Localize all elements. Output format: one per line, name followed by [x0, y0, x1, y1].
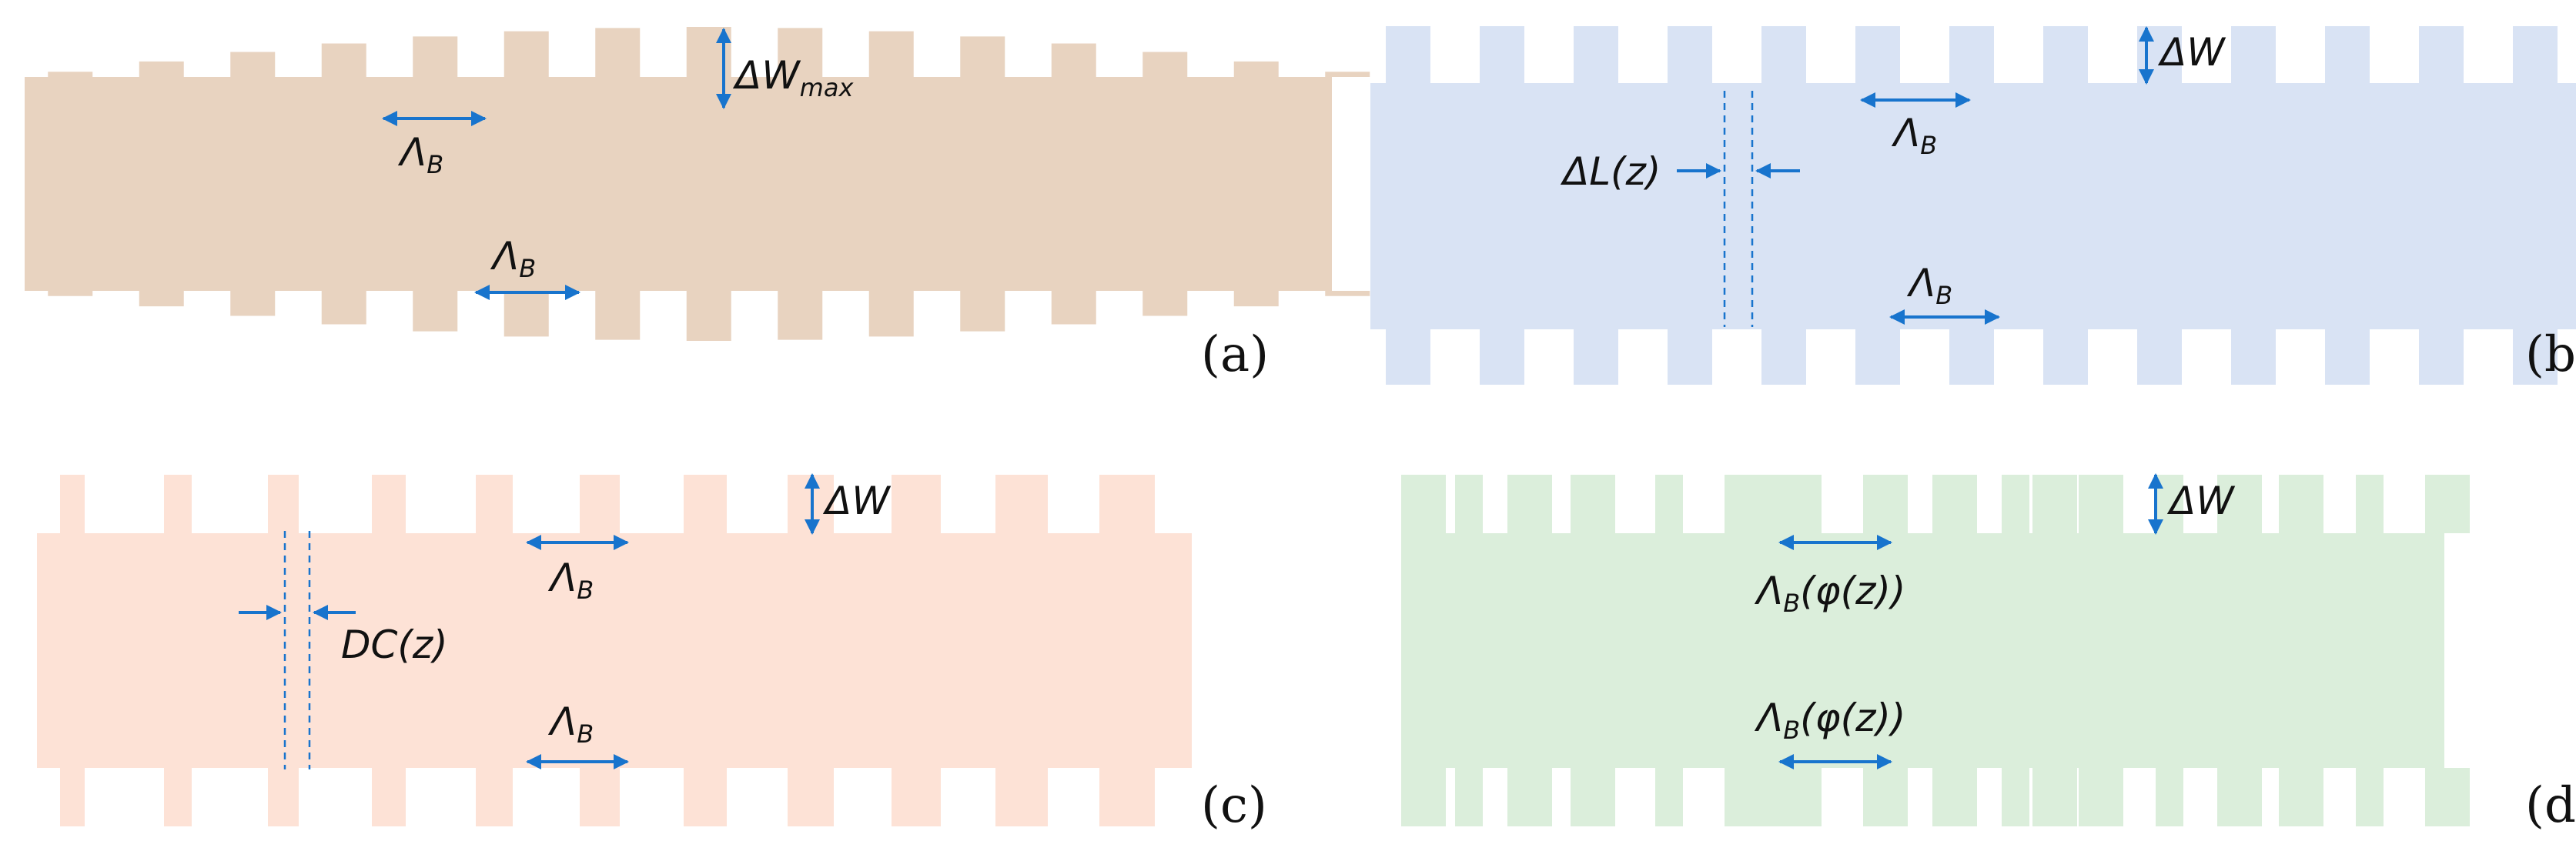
- duty-cycle-label: DC(z): [341, 622, 448, 667]
- panel-b-tag: (b): [2525, 326, 2576, 383]
- apodized-grating-waveguide: [25, 27, 1370, 341]
- lambda-b-top-label: ΛB: [397, 130, 443, 179]
- delta-w-label: ΔW: [2166, 479, 2235, 523]
- lambda-b-phi-top-label: ΛB(φ(z)): [1754, 569, 1905, 618]
- panel-d-tag: (d): [2525, 777, 2576, 834]
- lambda-b-top-label: ΛB: [547, 556, 594, 605]
- panel-d: ΔW ΛB(φ(z)) ΛB(φ(z)) (d): [1401, 473, 2576, 834]
- lambda-b-top-label: ΛB: [1891, 111, 1937, 160]
- panel-c-tag: (c): [1201, 777, 1267, 834]
- panel-a-tag: (a): [1201, 326, 1269, 383]
- delta-l-label: ΔL(z): [1560, 149, 1661, 194]
- lambda-b-bottom-label: ΛB: [547, 699, 594, 749]
- delta-w-label: ΔW: [2157, 30, 2226, 75]
- duty-cycle-grating-waveguide: [37, 475, 1192, 826]
- phase-modulated-grating-waveguide: [1401, 475, 2470, 826]
- panel-c: ΔW ΛB DC(z) ΛB (c): [37, 473, 1267, 834]
- delta-w-label: ΔW: [822, 479, 891, 523]
- lambda-b-bottom-label: ΛB: [1906, 261, 1952, 310]
- lambda-b-phi-bottom-label: ΛB(φ(z)): [1754, 696, 1905, 745]
- delta-w-max-label: ΔWmax: [732, 53, 854, 102]
- lambda-b-bottom-label: ΛB: [490, 234, 536, 283]
- panel-a: ΔWmax ΛB ΛB (a): [25, 27, 1370, 383]
- length-modulated-grating-waveguide: [1370, 26, 2576, 385]
- panel-b: ΔW ΛB ΔL(z) ΛB (b): [1370, 26, 2576, 385]
